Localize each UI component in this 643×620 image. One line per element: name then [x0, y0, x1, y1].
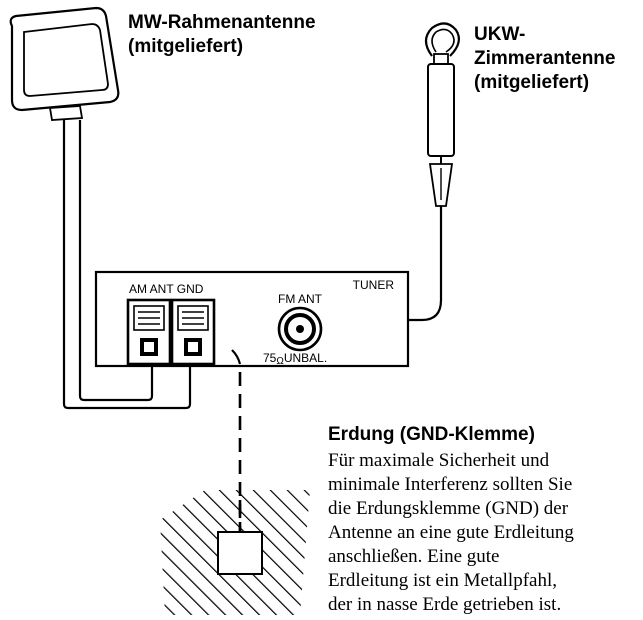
am-ant-terminal[interactable]	[126, 298, 172, 366]
mw-antenna-cable	[62, 120, 192, 410]
fm-ant-jack[interactable]	[277, 306, 323, 352]
mw-loop-antenna	[9, 6, 120, 121]
fm-ant-label: FM ANT	[278, 292, 323, 306]
grounding-line: Für maximale Sicherheit und	[328, 450, 550, 471]
tuner-label: TUNER	[353, 278, 395, 292]
fm-antenna-cable	[300, 206, 443, 322]
grounding-text: Für maximale Sicherheit und minimale Int…	[328, 450, 574, 615]
grounding-line: Antenne an eine gute Erdleitung	[328, 522, 574, 543]
mw-antenna-title: MW-Rahmenantenne	[128, 12, 316, 33]
fm-indoor-antenna	[424, 22, 461, 207]
grounding-line: minimale Interferenz sollten Sie	[328, 474, 572, 495]
grounding-line: die Erdungsklemme (GND) der	[328, 498, 569, 519]
gnd-terminal[interactable]	[170, 298, 216, 366]
fm-antenna-title-2: Zimmerantenne	[474, 48, 615, 69]
ground-stake	[217, 531, 263, 575]
impedance-label: 75ΩUNBAL.	[263, 351, 327, 367]
grounding-heading: Erdung (GND-Klemme)	[328, 424, 535, 445]
mw-antenna-cable-inner	[78, 120, 154, 402]
ground-wire-stub	[231, 349, 242, 365]
grounding-line: Erdleitung ist ein Metallpfahl,	[328, 570, 557, 591]
grounding-line: der in nasse Erde getrieben ist.	[328, 594, 561, 615]
grounding-line: anschließen. Eine gute	[328, 546, 499, 567]
am-ant-gnd-label: AM ANT GND	[129, 282, 204, 296]
mw-antenna-subtitle: (mitgeliefert)	[128, 36, 243, 57]
fm-antenna-subtitle: (mitgeliefert)	[474, 72, 589, 93]
fm-antenna-title-1: UKW-	[474, 24, 525, 45]
